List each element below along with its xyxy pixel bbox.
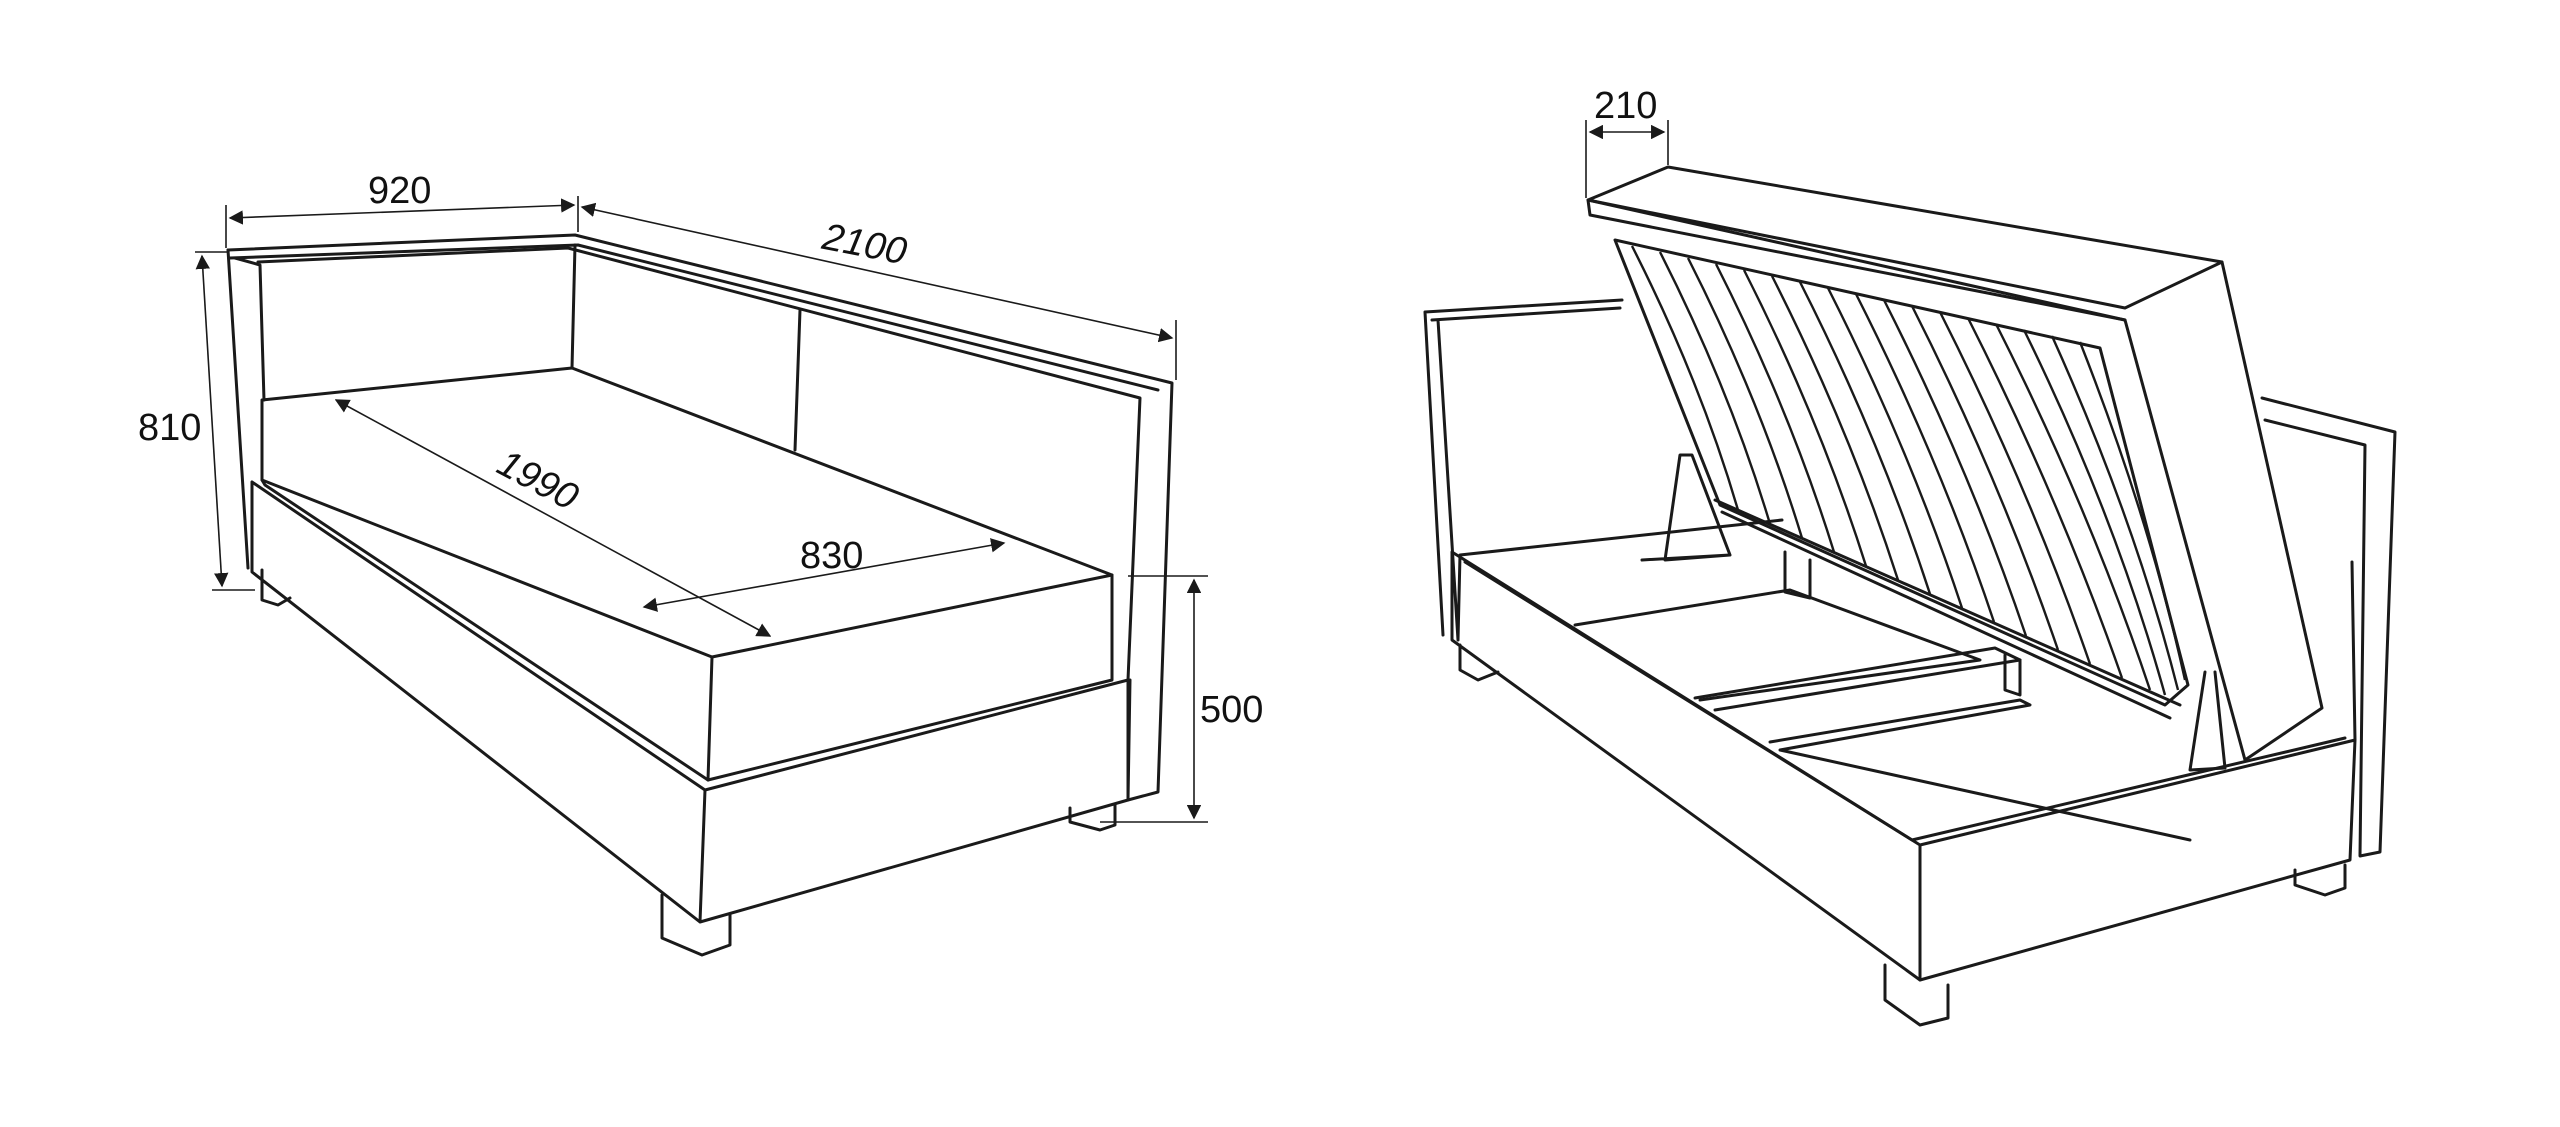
dim-label-920: 920: [368, 170, 431, 212]
sofa-base: [250, 480, 1130, 924]
leg-left: [260, 568, 292, 607]
side-panel-left: [226, 246, 1142, 682]
dimension-920: 920: [225, 170, 579, 248]
slat-rail: [1713, 498, 2182, 720]
storage-frame: [1450, 550, 2357, 982]
dim-label-500: 500: [1200, 689, 1263, 731]
backrest-outer: [226, 233, 1174, 802]
dim-label-830: 830: [800, 535, 863, 577]
dim-label-1990: 1990: [490, 442, 584, 519]
dim-label-2100: 2100: [818, 216, 910, 274]
dim-label-210: 210: [1594, 85, 1657, 127]
storage-board-2: [1693, 646, 2022, 712]
open-leg-front: [1883, 963, 1950, 1027]
slat-frame: [1613, 238, 2190, 707]
sofa-closed-view: 920 2100 810 1990 830 500: [138, 170, 1263, 957]
storage-board-3: [1768, 698, 2192, 842]
storage-board-1: [1573, 588, 1982, 702]
dimension-810: 810: [138, 251, 255, 591]
dimension-210: 210: [1585, 85, 1669, 198]
lift-strut-left: [1640, 453, 1732, 562]
support-post: [1783, 550, 2022, 697]
dimension-830: 830: [642, 535, 1006, 612]
open-back-panel: [2260, 396, 2397, 858]
storage-frame-inner: [1463, 560, 2347, 982]
backrest-top-edge: [228, 243, 1160, 392]
leg-front: [660, 893, 732, 957]
leg-back: [1068, 803, 1117, 832]
sofa-open-view: 210: [1423, 85, 2397, 1027]
open-leg-left: [1458, 643, 1500, 682]
lift-strut-right: [2188, 670, 2227, 772]
dim-label-810: 810: [138, 407, 201, 449]
dimension-1990: 1990: [334, 399, 772, 637]
seat-cushion-front: [706, 573, 1114, 782]
dimension-2100: 2100: [580, 202, 1177, 380]
seat-cushion: [260, 366, 1114, 659]
open-side-panel: [1423, 298, 1784, 642]
slats: [1630, 245, 2187, 696]
dimension-500: 500: [1100, 575, 1263, 823]
lifted-seat-edge: [1586, 198, 2224, 322]
back-cushion-seam: [570, 243, 802, 452]
seat-cushion-side: [260, 478, 710, 782]
open-leg-right: [2293, 863, 2347, 897]
